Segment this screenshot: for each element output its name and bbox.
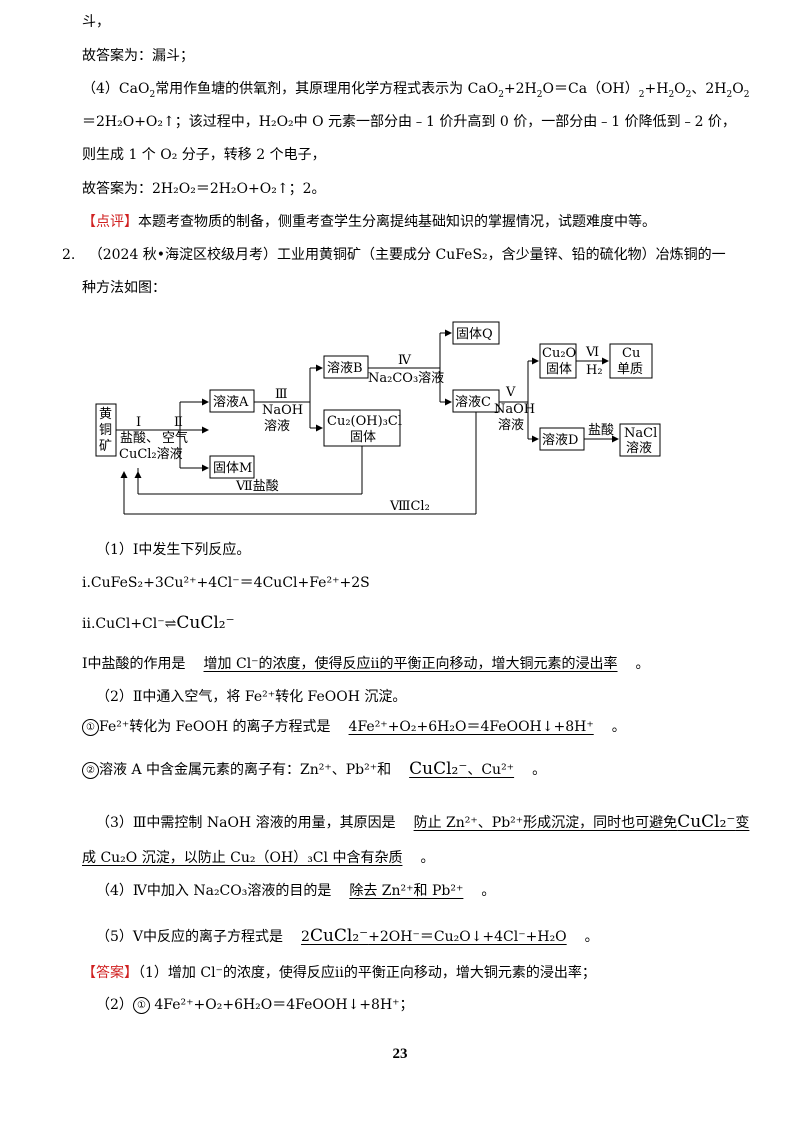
solid-m-label: 固体M bbox=[213, 461, 252, 476]
cu2oh3cl-label: 固体 bbox=[350, 430, 376, 445]
cucl2-ion: CuCl₂⁻ bbox=[176, 613, 235, 633]
answer-blank: 2CuCl₂⁻+2OH⁻＝Cu₂O↓+4Cl⁻+H₂O bbox=[301, 926, 567, 946]
answer-line: （2）① 4Fe²⁺+O₂+6H₂O＝4FeOOH↓+8H⁺； bbox=[96, 997, 414, 1014]
nacl-label: 溶液 bbox=[626, 441, 652, 456]
comment-tag: 【点评】 bbox=[82, 214, 138, 230]
ore-label: 矿 bbox=[99, 439, 112, 454]
cu2o-label: 固体 bbox=[546, 362, 572, 377]
step-label: Ⅴ bbox=[505, 385, 516, 400]
reaction-line: ⅰ.CuFeS₂+3Cu²⁺+4Cl⁻＝4CuCl+Fe²⁺+2S bbox=[82, 575, 370, 591]
answer-line: 【答案】（1）增加 Cl⁻的浓度，使得反应ⅱ的平衡正向移动，增大铜元素的浸出率； bbox=[82, 965, 596, 981]
recycle-label: ⅧCl₂ bbox=[389, 499, 430, 514]
answer-blank: CuCl₂⁻、Cu²⁺ bbox=[409, 759, 515, 779]
reagent-label: Na₂CO₃溶液 bbox=[368, 371, 444, 386]
reagent-label: 盐酸 bbox=[588, 423, 614, 438]
answer-blank: 成 Cu₂O 沉淀，以防止 Cu₂（OH）₃Cl 中含有杂质 bbox=[82, 850, 403, 866]
cu2o-label: Cu₂O bbox=[542, 346, 576, 361]
nacl-label: NaCl bbox=[624, 426, 657, 441]
question-line: Ⅰ中盐酸的作用是增加 Cl⁻的浓度，使得反应ⅱ的平衡正向移动，增大铜元素的浸出率… bbox=[82, 656, 650, 672]
solution-b-label: 溶液B bbox=[327, 361, 363, 376]
reagent-label: 空气 bbox=[162, 430, 188, 446]
text-line: 斗， bbox=[82, 14, 110, 30]
text-line: （1）Ⅰ中发生下列反应。 bbox=[96, 542, 251, 558]
question-line: （3）Ⅲ中需控制 NaOH 溶液的用量，其原因是防止 Zn²⁺、Pb²⁺形成沉淀… bbox=[96, 813, 767, 832]
answer-blank: 4Fe²⁺+O₂+6H₂O＝4FeOOH↓+8H⁺ bbox=[348, 719, 594, 735]
solution-d-label: 溶液D bbox=[542, 433, 578, 448]
question-2-line: 2. （2024 秋•海淀区校级月考）工业用黄铜矿（主要成分 CuFeS₂，含少… bbox=[62, 247, 726, 263]
answer-tag: 【答案】 bbox=[82, 965, 138, 981]
comment-line: 【点评】本题考查物质的制备，侧重考查学生分离提纯基础知识的掌握情况，试题难度中等… bbox=[82, 214, 656, 230]
process-flow-diagram: 黄 铜 矿 Ⅰ 盐酸、 CuCl₂溶液 Ⅱ 空气 溶液A 固体M Ⅲ NaOH … bbox=[95, 321, 661, 515]
step-label: Ⅲ bbox=[275, 387, 288, 402]
question-number: 2. bbox=[62, 247, 76, 263]
solid-q-label: 固体Q bbox=[456, 327, 493, 342]
ore-label: 黄 bbox=[99, 407, 112, 422]
reagent-label: 溶液 bbox=[264, 419, 290, 434]
reagent-label: NaOH bbox=[494, 402, 535, 417]
reagent-label: H₂ bbox=[586, 363, 603, 378]
cu-label: Cu bbox=[622, 346, 640, 361]
ore-label: 铜 bbox=[99, 423, 112, 438]
reagent-label: 溶液 bbox=[498, 418, 524, 433]
reagent-label: CuCl₂溶液 bbox=[119, 447, 183, 462]
step-label: Ⅰ bbox=[136, 415, 141, 430]
step-label: Ⅱ bbox=[174, 415, 183, 430]
answer-blank: 增加 Cl⁻的浓度，使得反应ⅱ的平衡正向移动，增大铜元素的浸出率 bbox=[203, 656, 618, 672]
question-line: （4）Ⅳ中加入 Na₂CO₃溶液的目的是除去 Zn²⁺和 Pb²⁺。 bbox=[96, 883, 496, 899]
answer-blank: 防止 Zn²⁺、Pb²⁺形成沉淀，同时也可避免CuCl₂⁻变 bbox=[413, 812, 750, 832]
step-label: Ⅵ bbox=[585, 345, 599, 360]
step-label: Ⅳ bbox=[398, 353, 412, 368]
recycle-label: Ⅶ盐酸 bbox=[235, 479, 279, 494]
text-line: 种方法如图： bbox=[82, 280, 166, 296]
text-line: 故答案为：漏斗； bbox=[82, 48, 194, 64]
text-line: 故答案为：2H₂O₂＝2H₂O+O₂↑；2。 bbox=[82, 181, 326, 197]
reagent-label: NaOH bbox=[262, 403, 303, 418]
reaction-line: ⅱ.CuCl+Cl⁻⇌CuCl₂⁻ bbox=[82, 613, 235, 633]
reagent-label: 盐酸、 bbox=[120, 431, 159, 446]
question-line: 成 Cu₂O 沉淀，以防止 Cu₂（OH）₃Cl 中含有杂质。 bbox=[82, 850, 435, 866]
text-line: ＝2H₂O+O₂↑；该过程中，H₂O₂中 O 元素一部分由﹣1 价升高到 0 价… bbox=[82, 114, 736, 130]
solution-c-label: 溶液C bbox=[455, 395, 491, 410]
text-line: （2）Ⅱ中通入空气，将 Fe²⁺转化 FeOOH 沉淀。 bbox=[96, 689, 407, 705]
cu-label: 单质 bbox=[617, 362, 643, 377]
answer-blank: 除去 Zn²⁺和 Pb²⁺ bbox=[349, 883, 464, 899]
page-number: 23 bbox=[392, 1046, 408, 1062]
solution-a-label: 溶液A bbox=[213, 395, 249, 410]
text-line: 则生成 1 个 O₂ 分子，转移 2 个电子， bbox=[82, 147, 326, 163]
cu2oh3cl-label: Cu₂(OH)₃Cl bbox=[327, 414, 402, 429]
text-line: （4）CaO2常用作鱼塘的供氧剂，其原理用化学方程式表示为 CaO2+2H2O＝… bbox=[82, 81, 750, 100]
